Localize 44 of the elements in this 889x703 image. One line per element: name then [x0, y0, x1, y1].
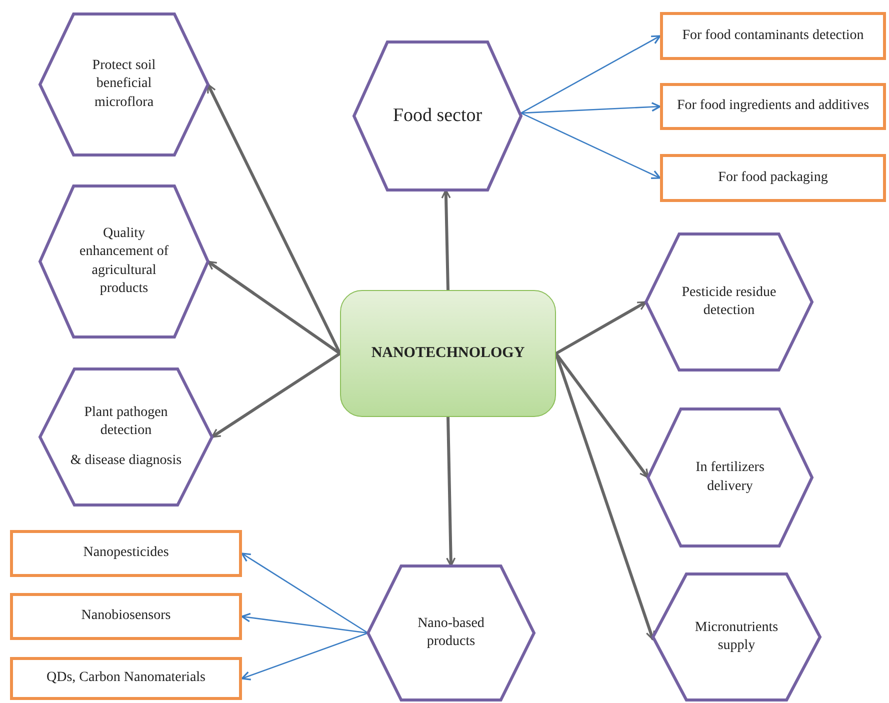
arrow: [211, 352, 341, 438]
node-label: NANOTECHNOLOGY: [371, 344, 525, 363]
node-label: Nanopesticides: [83, 544, 169, 562]
node-label: Plant pathogen detection: [83, 404, 169, 440]
arrow: [207, 260, 341, 355]
node-label: For food contaminants detection: [682, 26, 864, 45]
hexagon-node: [40, 14, 208, 155]
hexagon-node: [368, 566, 534, 700]
arrow: [554, 352, 650, 478]
hexagon-node: [653, 574, 820, 700]
arrow: [241, 632, 368, 680]
rectangle-node: [10, 530, 242, 577]
hexagon-node: [646, 234, 812, 370]
node-label: For food packaging: [718, 168, 828, 187]
arrow: [241, 552, 368, 634]
node-label: Nano-based products: [416, 614, 486, 651]
node-label: Pesticide residue detection: [680, 284, 778, 320]
node-label: Quality enhancement of agricultural products: [78, 225, 170, 298]
rectangle-node: [660, 154, 886, 202]
rectangle-node: [10, 593, 242, 640]
hexagon-node: [40, 369, 212, 505]
arrow: [520, 35, 661, 114]
rectangle-node: [660, 12, 886, 60]
arrow: [555, 300, 647, 355]
hexagon-node: [354, 42, 521, 190]
hexagon-node: [40, 186, 208, 337]
arrow: [520, 112, 661, 180]
rectangle-node: [10, 657, 242, 700]
arrow: [206, 84, 342, 354]
rounded-rectangle-node: [340, 290, 556, 417]
node-label: Food sector: [392, 104, 482, 128]
arrow: [441, 189, 451, 290]
node-label: QDs, Carbon Nanomaterials: [46, 669, 206, 688]
node-label: Protect soil beneficial microflora: [91, 57, 157, 112]
arrow: [520, 102, 661, 114]
node-label: For food ingredients and additives: [676, 97, 870, 116]
arrow: [241, 612, 368, 634]
node-label: In fertilizers delivery: [694, 459, 766, 496]
arrow: [446, 416, 456, 567]
node-label: Nanobiosensors: [81, 607, 171, 626]
node-label: & disease diagnosis: [70, 452, 182, 470]
hexagon-node: [648, 409, 812, 546]
rectangle-node: [660, 83, 886, 130]
node-label: Micronutrients supply: [694, 618, 780, 655]
